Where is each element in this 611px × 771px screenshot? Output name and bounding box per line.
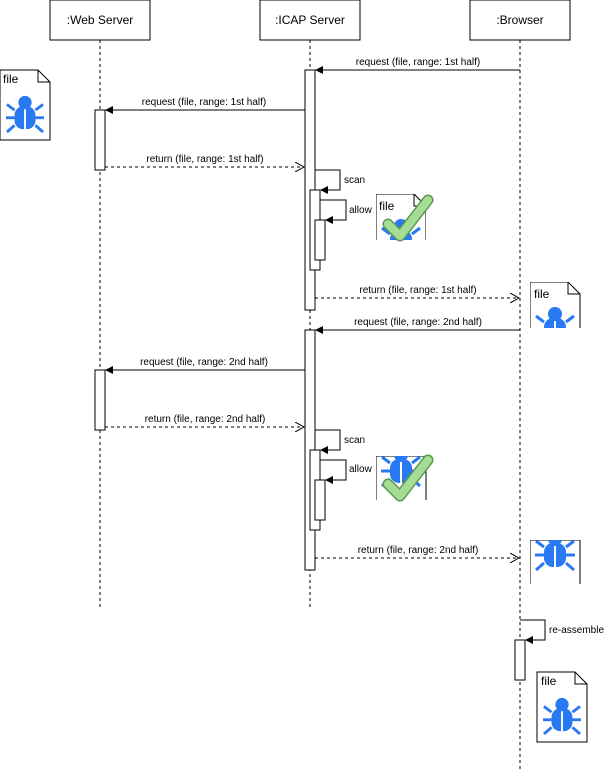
file-label: file — [379, 199, 395, 213]
message-icap-scan-1: scan — [315, 169, 365, 194]
message-icap-to-web-request-1: request (file, range: 1st half) — [105, 97, 305, 114]
checked-file-icon: file — [376, 194, 428, 257]
activation-web-1 — [94, 109, 106, 171]
partial-file-icon: file — [530, 282, 581, 328]
message-label: request (file, range: 1st half) — [142, 97, 267, 108]
participant-label: :Web Server — [67, 13, 133, 27]
message-label: scan — [344, 435, 365, 446]
message-label: request (file, range: 1st half) — [356, 57, 481, 68]
bug-file-icon: file — [0, 69, 51, 141]
message-icap-scan-2: scan — [315, 429, 365, 454]
file-label: file — [3, 72, 19, 86]
message-label: request (file, range: 2nd half) — [354, 317, 482, 328]
message-label: request (file, range: 2nd half) — [140, 357, 268, 368]
file-label: file — [534, 287, 550, 301]
message-icap-to-browser-return-1: return (file, range: 1st half) — [315, 285, 519, 298]
file-label: file — [541, 674, 557, 688]
bug-file-icon: file — [536, 671, 588, 743]
message-browser-reassemble: re-assemble — [520, 619, 604, 644]
participant-browser: :Browser — [469, 0, 571, 41]
message-icap-allow-2: allow — [320, 459, 373, 484]
message-label: re-assemble — [549, 625, 604, 636]
message-web-to-icap-return-1: return (file, range: 1st half) — [105, 154, 304, 167]
message-icap-to-web-request-2: request (file, range: 2nd half) — [105, 357, 305, 374]
participant-web-server: :Web Server — [49, 0, 151, 41]
activation-browser-reassemble — [514, 639, 526, 681]
message-label: allow — [349, 205, 373, 216]
activation-web-2 — [94, 369, 106, 431]
message-browser-to-icap-request-1: request (file, range: 1st half) — [315, 57, 520, 74]
checked-chunk-icon — [376, 448, 428, 506]
participant-icap-server: :ICAP Server — [259, 0, 361, 41]
partial-file-icon — [530, 540, 581, 584]
message-label: scan — [344, 175, 365, 186]
message-icap-allow-1: allow — [320, 199, 373, 224]
message-icap-to-browser-return-2: return (file, range: 2nd half) — [315, 545, 519, 558]
message-label: return (file, range: 2nd half) — [145, 414, 266, 425]
message-label: return (file, range: 2nd half) — [358, 545, 479, 556]
activation-icap-allow-2 — [314, 479, 326, 521]
message-label: return (file, range: 1st half) — [359, 285, 476, 296]
participant-label: :Browser — [496, 13, 543, 27]
activation-icap-allow-1 — [314, 219, 326, 261]
message-label: return (file, range: 1st half) — [146, 154, 263, 165]
message-web-to-icap-return-2: return (file, range: 2nd half) — [105, 414, 304, 427]
participant-label: :ICAP Server — [275, 13, 345, 27]
message-browser-to-icap-request-2: request (file, range: 2nd half) — [315, 317, 520, 334]
message-label: allow — [349, 464, 373, 475]
